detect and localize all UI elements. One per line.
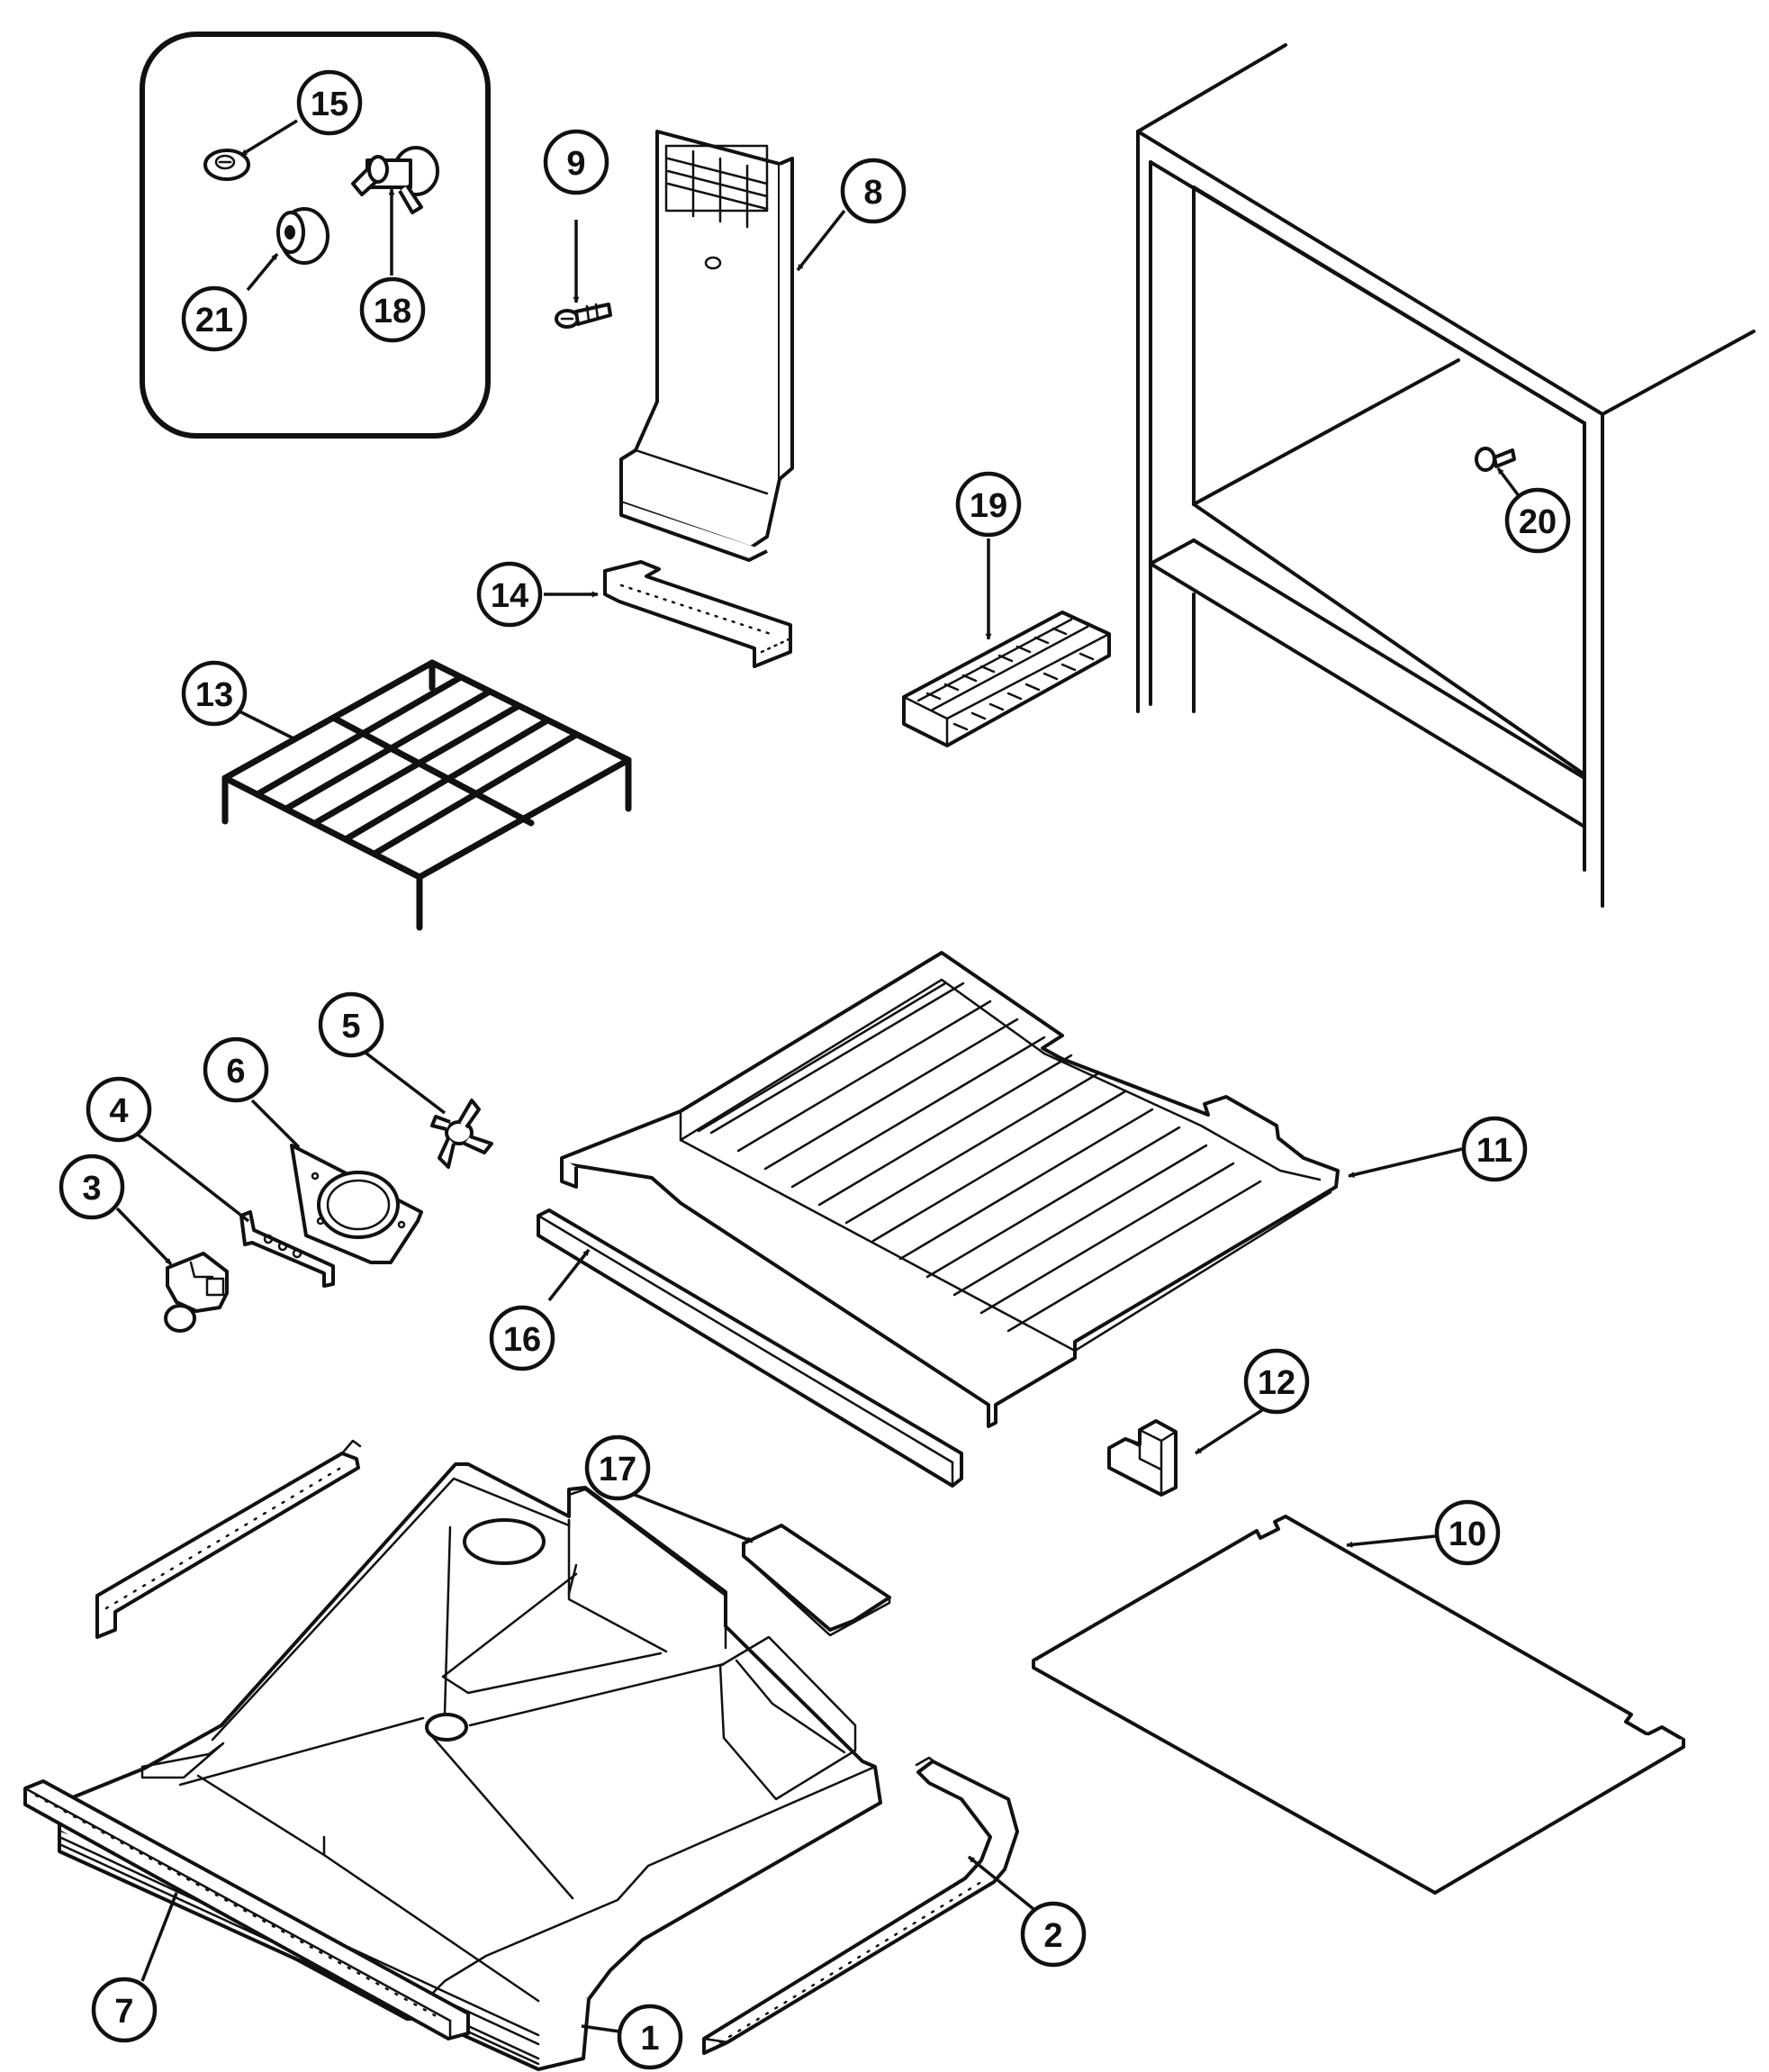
- part-18-valve: [353, 148, 438, 213]
- part-14-strip: [605, 562, 790, 666]
- part-11-shelf-tray: [562, 953, 1338, 1426]
- callout-8-label: 8: [863, 174, 882, 212]
- callout-6: 6: [205, 1039, 266, 1100]
- callout-7: 7: [94, 1979, 155, 2040]
- callout-3: 3: [61, 1156, 122, 1217]
- callout-2: 2: [1023, 1904, 1084, 1965]
- callout-18-label: 18: [374, 293, 411, 330]
- part-15-cap: [205, 150, 248, 179]
- callout-7-label: 7: [114, 1993, 133, 2031]
- callout-1-label: 1: [640, 2020, 659, 2058]
- part-21-bushing: [278, 209, 328, 263]
- callout-6-label: 6: [226, 1053, 245, 1090]
- callout-10-label: 10: [1449, 1516, 1486, 1553]
- callout-15-label: 15: [311, 86, 348, 123]
- leader-5: [362, 1050, 445, 1113]
- part-2-side-strip: [704, 1758, 1017, 2053]
- part-17-cover: [744, 1525, 889, 1635]
- leader-2: [969, 1857, 1033, 1909]
- callout-19-label: 19: [970, 487, 1007, 525]
- part-8-panel: [621, 131, 792, 560]
- callout-5: 5: [320, 994, 382, 1055]
- callout-17-label: 17: [599, 1451, 636, 1488]
- part-10-shelf-panel: [1033, 1516, 1683, 1893]
- callout-19: 19: [958, 474, 1019, 535]
- part-13-wire-rack: [225, 663, 628, 927]
- part-3-thermostat: [166, 1253, 227, 1331]
- callout-16: 16: [492, 1307, 553, 1369]
- callout-15: 15: [299, 72, 360, 133]
- part-4-bracket: [241, 1212, 333, 1286]
- inset-detail-box: [142, 34, 488, 436]
- part-20-screw: [1476, 448, 1514, 470]
- callout-11: 11: [1464, 1118, 1525, 1180]
- leader-6: [252, 1100, 299, 1147]
- part-19-ice-tray: [904, 612, 1109, 746]
- cabinet-outline: [1138, 45, 1754, 906]
- leader-10: [1346, 1536, 1435, 1548]
- callout-9: 9: [546, 131, 607, 193]
- callout-5-label: 5: [341, 1008, 360, 1045]
- side-strip-left: [97, 1441, 360, 1637]
- leader-3: [117, 1208, 171, 1264]
- leader-21: [248, 254, 277, 290]
- leader-17: [630, 1493, 754, 1542]
- callout-18: 18: [362, 279, 423, 340]
- part-6-fan-shroud: [292, 1145, 421, 1262]
- callout-11-label: 11: [1476, 1132, 1512, 1170]
- callout-17: 17: [587, 1437, 648, 1498]
- callout-20-label: 20: [1519, 503, 1557, 541]
- part-12-bracket: [1109, 1421, 1176, 1495]
- callout-10: 10: [1437, 1502, 1498, 1563]
- leader-12: [1196, 1410, 1262, 1453]
- leader-16: [549, 1250, 589, 1300]
- callout-21-label: 21: [195, 302, 233, 339]
- part-9-screw: [556, 304, 610, 327]
- leader-20: [1498, 468, 1520, 497]
- part-5-fan-blade: [432, 1100, 492, 1167]
- callout-9-label: 9: [566, 145, 585, 183]
- callout-2-label: 2: [1043, 1917, 1062, 1955]
- leader-4: [133, 1131, 248, 1221]
- callout-21: 21: [184, 288, 245, 349]
- callout-3-label: 3: [82, 1170, 101, 1208]
- leader-15: [241, 121, 297, 155]
- leader-1: [581, 2023, 619, 2031]
- callout-14-label: 14: [491, 577, 528, 615]
- leader-7: [142, 1892, 176, 1981]
- part-11-ribs: [711, 983, 1260, 1331]
- callout-13-label: 13: [195, 676, 233, 714]
- callout-1: 1: [619, 2006, 681, 2067]
- leader-lines: [117, 121, 1520, 2031]
- callout-20: 20: [1507, 490, 1568, 551]
- callout-14: 14: [479, 564, 540, 625]
- callout-4-label: 4: [109, 1092, 128, 1130]
- callout-4: 4: [88, 1079, 149, 1140]
- callout-13: 13: [184, 663, 245, 724]
- callout-8: 8: [843, 160, 904, 222]
- leader-13: [239, 711, 297, 740]
- part-7-front-strip: [25, 1781, 468, 2039]
- callout-12-label: 12: [1258, 1364, 1295, 1402]
- leader-8: [798, 211, 844, 270]
- leader-11: [1348, 1149, 1462, 1178]
- part-16-front-rail: [538, 1210, 961, 1486]
- callout-16-label: 16: [503, 1321, 541, 1359]
- callout-12: 12: [1246, 1351, 1307, 1412]
